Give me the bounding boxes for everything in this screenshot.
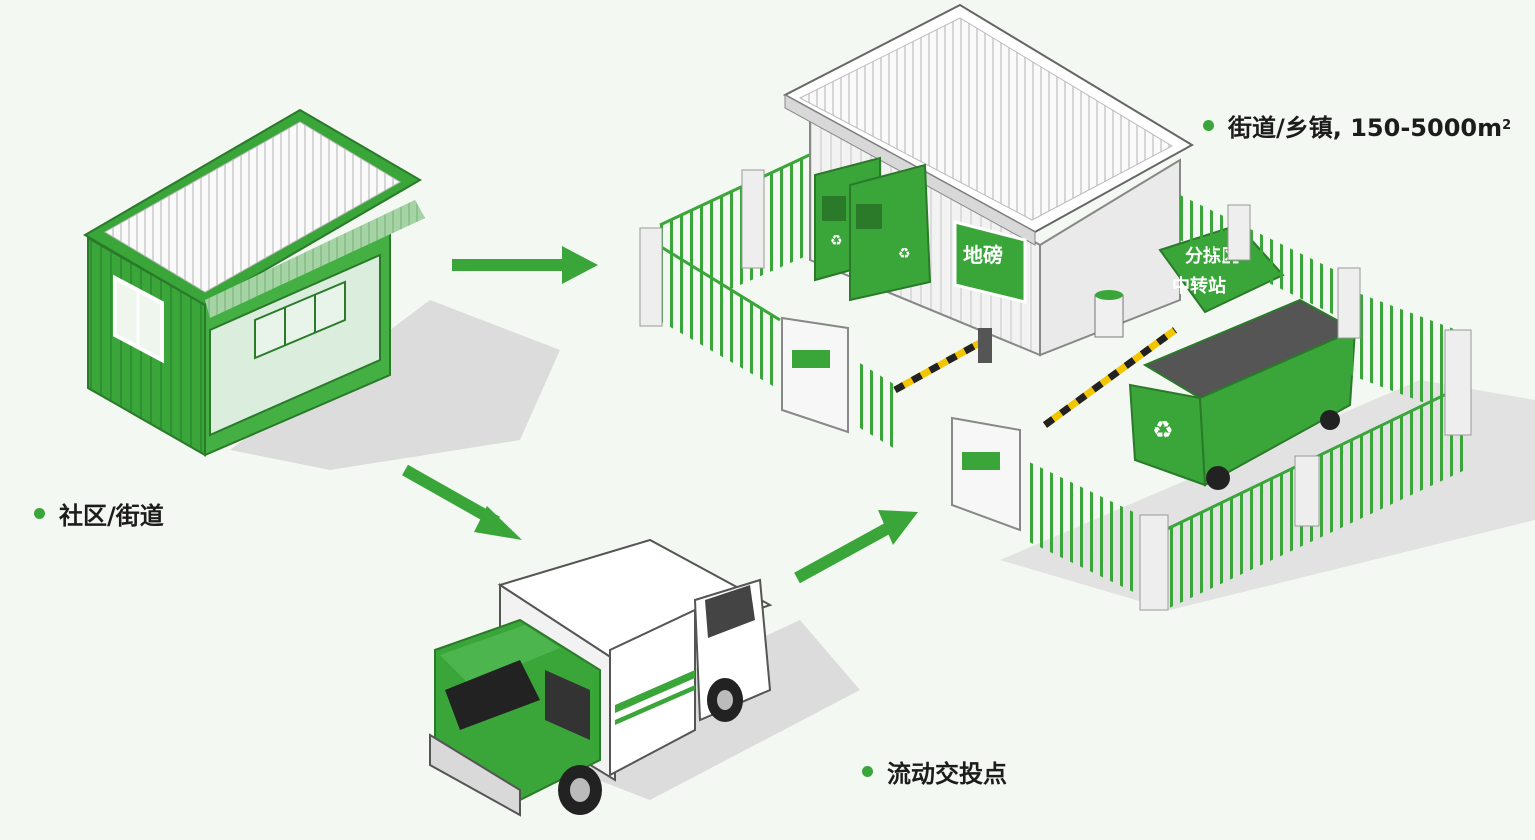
green-container-kiosk — [83, 108, 425, 457]
fence-section — [1025, 460, 1150, 600]
recycle-icon: ♻ — [1152, 416, 1174, 444]
recycle-icon: ♻ — [830, 233, 843, 249]
fence-section — [658, 245, 780, 390]
sorting-label-line2: 中转站 — [1172, 275, 1226, 297]
arrow-up-right-icon — [794, 510, 918, 584]
street-town-text: 街道/乡镇, 150-5000m — [1228, 114, 1503, 142]
transfer-station: ♻ ♻ 地磅 分拣区 中转站 ♻ — [639, 3, 1472, 611]
community-street-label: 社区/街道 — [34, 496, 164, 531]
kiosk-shadow — [230, 300, 560, 470]
weighbridge-sign — [953, 220, 1027, 304]
weighbridge-label: 地磅 — [963, 243, 1003, 267]
bullet-dot — [34, 508, 45, 519]
bullet-dot — [1203, 120, 1214, 131]
fence-section — [1180, 195, 1345, 320]
community-street-text: 社区/街道 — [59, 502, 164, 530]
arrow-down-right-icon — [402, 464, 522, 540]
gate-sign — [781, 316, 849, 434]
gate-sign — [951, 416, 1021, 532]
recycle-icon: ♻ — [898, 246, 911, 262]
collection-truck — [429, 538, 773, 817]
arrow-right-icon — [452, 246, 598, 284]
area-superscript: 2 — [1502, 118, 1512, 133]
bullet-dot — [862, 766, 873, 777]
mobile-point-label: 流动交投点 — [862, 754, 1007, 789]
mobile-point-text: 流动交投点 — [887, 760, 1007, 788]
